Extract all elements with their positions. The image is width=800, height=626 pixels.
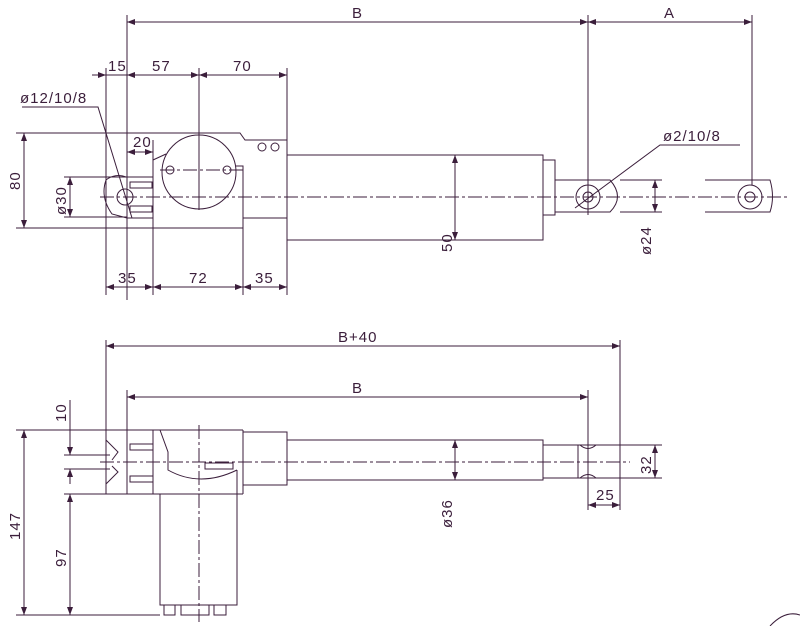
dim-97-label: 97	[53, 548, 70, 567]
dim-70-label: 70	[233, 58, 252, 75]
dim-15-label: 15	[108, 58, 127, 75]
dim-24-label: ø24	[638, 226, 655, 255]
actuator-body-side	[100, 425, 630, 622]
dim-clevis-hole-label: ø12/10/8	[20, 90, 87, 107]
dim-72-label: 72	[189, 270, 208, 287]
dim-10-label: 10	[53, 403, 70, 422]
dim-25-label: 25	[596, 487, 615, 504]
dim-147-label: 147	[7, 512, 24, 540]
dim-b-label: B	[352, 5, 363, 22]
dim-30-label: ø30	[53, 186, 70, 215]
dim-rod-hole-label: ø2/10/8	[663, 128, 721, 145]
dim-a-label: A	[664, 5, 675, 22]
dim-20-label: 20	[133, 134, 152, 151]
actuator-body-top	[100, 132, 790, 241]
side-view: B+40 B 147 97 10 ø36 32 2	[7, 329, 800, 626]
dim-50-label: 50	[439, 233, 456, 252]
dim-36-label: ø36	[439, 499, 456, 528]
dim-35-left-label: 35	[118, 270, 137, 287]
dim-57-label: 57	[152, 58, 171, 75]
dim-b-side-label: B	[352, 380, 363, 397]
top-view: B A 15 57 70 ø12/10/8 20 80 ø30	[7, 5, 790, 300]
dim-80-label: 80	[7, 171, 24, 190]
dim-b40-label: B+40	[338, 329, 377, 346]
dim-35-right-label: 35	[255, 270, 274, 287]
dim-32-label: 32	[638, 455, 655, 474]
